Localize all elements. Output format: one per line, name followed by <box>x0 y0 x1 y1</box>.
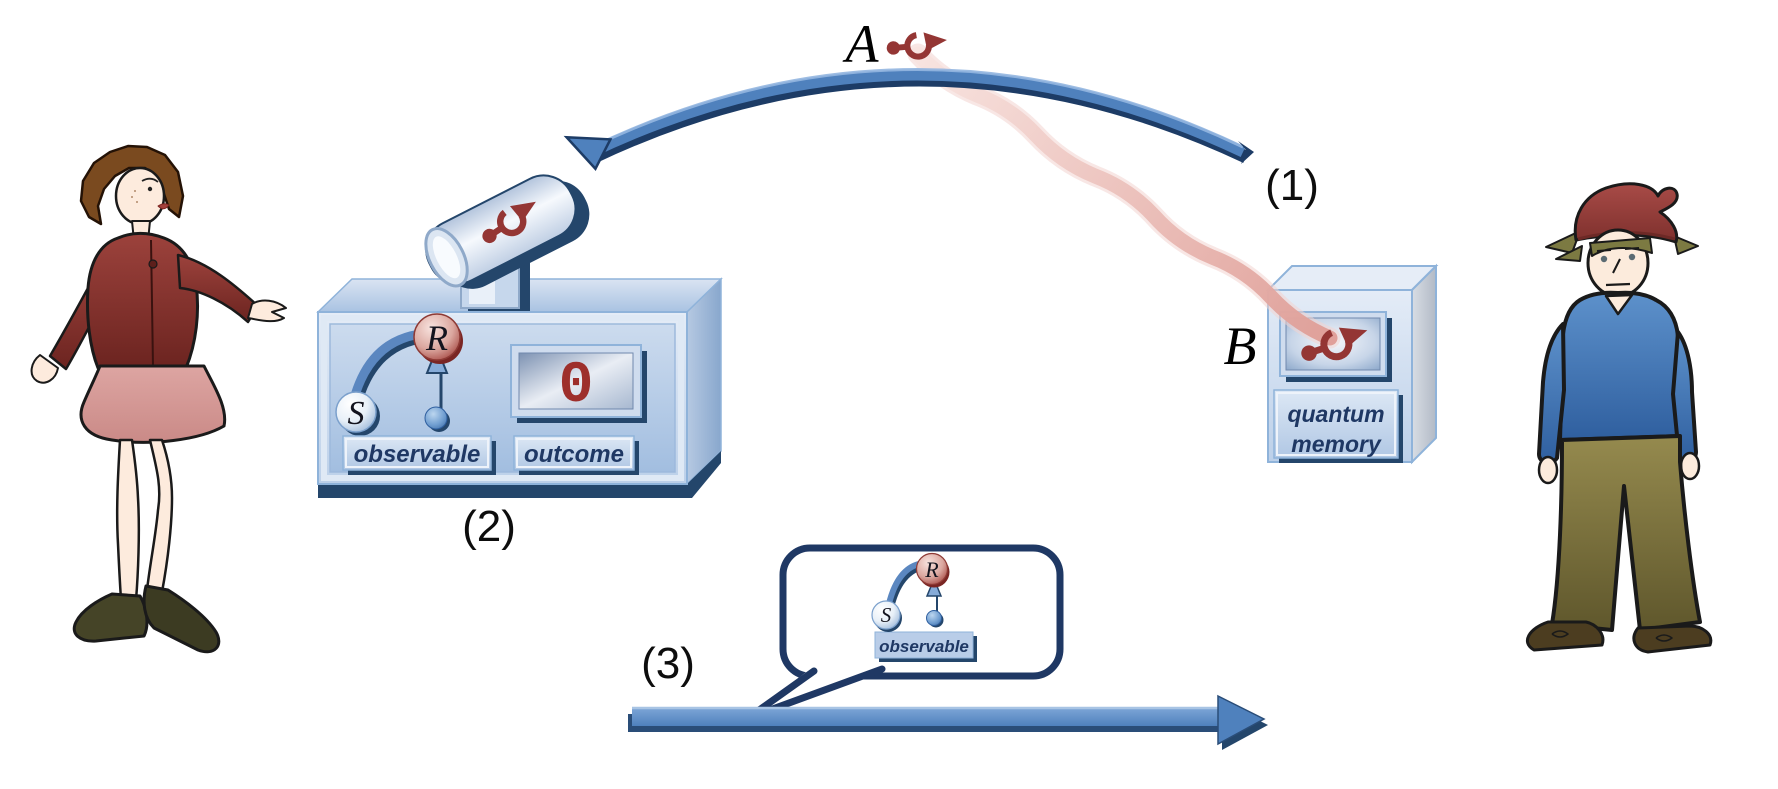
memory-top-face <box>1265 265 1439 291</box>
memory-label-line1: quantum <box>1287 401 1384 427</box>
arc-arrowhead <box>563 135 613 171</box>
memory-plate: quantum memory <box>1273 389 1403 463</box>
measurement-device: S R 0 observable outcome <box>316 174 723 498</box>
bubble-mini-dial: S R observable <box>871 552 977 662</box>
bob-pants <box>1550 434 1702 632</box>
particle-b-label: B <box>1224 316 1257 376</box>
device-side-face <box>686 277 722 486</box>
alice-pointing-hand <box>247 299 287 323</box>
dial-s-label: S <box>348 395 365 432</box>
bob-vneck <box>1604 293 1634 316</box>
step-1-label: (1) <box>1265 161 1319 210</box>
bob-right-hand <box>1679 451 1701 481</box>
dial-ball-r <box>413 313 461 361</box>
bubble-observable-plate <box>874 631 974 659</box>
outcome-display: 0 <box>510 344 647 423</box>
alice-face <box>114 166 166 226</box>
alice-hair <box>79 144 185 226</box>
particle-a-label: A <box>843 14 880 74</box>
device-bottom-bevel <box>318 451 721 498</box>
entanglement-arc-arrow <box>563 68 1254 171</box>
bob-hat <box>1573 182 1679 244</box>
alice-back-leg <box>115 438 141 602</box>
dial-pivot-ball <box>424 406 448 430</box>
alice-right-boot <box>142 584 221 654</box>
alice-back-hand <box>30 354 59 384</box>
memory-side-face <box>1411 263 1437 465</box>
bob-sweater <box>1558 290 1682 442</box>
outcome-plate-label: outcome <box>524 441 624 468</box>
alice-face-details <box>131 177 170 210</box>
bubble-dial-s-label: S <box>881 603 892 627</box>
observable-plate: observable <box>342 435 496 475</box>
bob-hair-left2 <box>1555 245 1583 262</box>
classical-arrowhead <box>1217 694 1266 746</box>
alice-cardigan <box>86 232 199 370</box>
dial-ball-s <box>335 391 377 433</box>
dial-r-label: R <box>425 318 448 358</box>
bubble-observable-label: observable <box>879 637 969 656</box>
alice-figure <box>30 144 287 654</box>
outcome-plate: outcome <box>513 435 639 475</box>
step-2-label: (2) <box>462 502 516 551</box>
detector-cylinder <box>424 174 590 289</box>
bubble-dial-r-label: R <box>924 557 939 582</box>
observable-plate-label: observable <box>354 441 481 468</box>
memory-label-line2: memory <box>1291 431 1382 457</box>
quantum-memory: quantum memory <box>1265 263 1439 465</box>
outcome-digit: 0 <box>559 354 594 419</box>
bubble-dial-ball-s <box>871 600 901 630</box>
alice-skirt <box>79 364 227 444</box>
classical-channel-arrow <box>628 694 1268 750</box>
bubble-dial-ball-r <box>915 552 949 586</box>
bob-left-hand <box>1537 455 1559 485</box>
step-3-label: (3) <box>641 639 695 688</box>
speech-bubble: S R observable <box>744 544 1064 722</box>
bob-figure <box>1526 182 1713 654</box>
bob-fringe <box>1589 237 1653 257</box>
bob-face-details <box>1596 247 1640 287</box>
bob-right-shoe <box>1632 624 1713 654</box>
observable-dial: S R <box>335 313 463 436</box>
entanglement-beam <box>907 43 1341 349</box>
bob-hair-left <box>1545 230 1581 254</box>
bob-hair-right <box>1673 235 1699 255</box>
